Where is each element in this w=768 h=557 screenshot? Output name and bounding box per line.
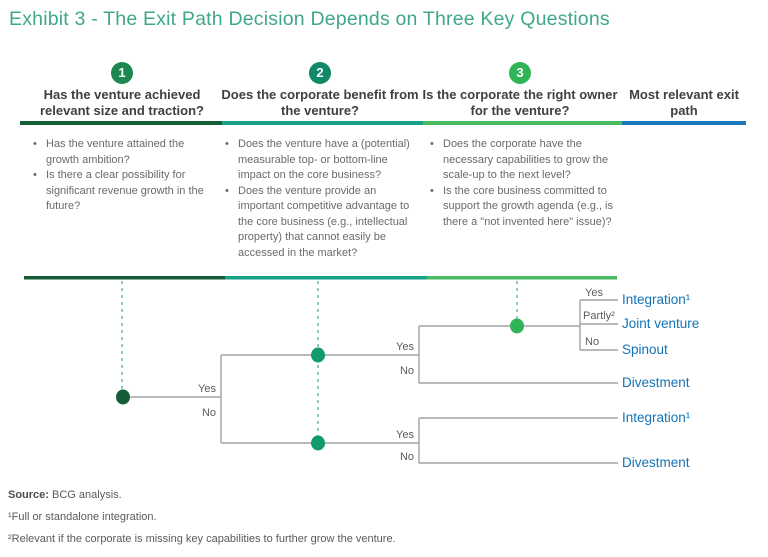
bullet-icon: • xyxy=(225,184,229,197)
label-q2-upper-yes: Yes xyxy=(396,341,414,353)
exit-path-divestment-1: Divestment xyxy=(622,375,690,390)
exit-path-integration-1: Integration¹ xyxy=(622,292,691,307)
question-2-bullets: • Does the venture have a (potential) me… xyxy=(225,137,421,261)
question-1-header: Has the venture achieved relevant size a… xyxy=(40,87,204,118)
bullet-text: Does the corporate have the necessary ca… xyxy=(443,138,609,181)
bullet-text: Does the venture provide an important co… xyxy=(238,184,410,259)
label-q2-lower-no: No xyxy=(400,451,414,463)
accent-segment-3 xyxy=(423,121,622,125)
label-q3-partly: Partly² xyxy=(583,310,615,322)
question-3-bullets: • Does the corporate have the necessary … xyxy=(430,137,620,230)
source-text: BCG analysis. xyxy=(48,489,122,501)
exit-path-integration-2: Integration¹ xyxy=(622,410,691,425)
exit-path-header: Most relevant exit path xyxy=(629,87,739,118)
label-q2-lower-yes: Yes xyxy=(396,429,414,441)
label-q3-yes: Yes xyxy=(585,287,603,299)
node-question-2-lower xyxy=(311,435,325,451)
tree-bar-segment-3 xyxy=(427,276,617,280)
question-1-bullets: • Has the venture attained the growth am… xyxy=(33,137,215,215)
label-q3-no: No xyxy=(585,336,599,348)
question-3-number-badge: 3 xyxy=(509,62,531,84)
question-column-1: 1 Has the venture achieved relevant size… xyxy=(22,62,222,119)
exit-path-spinout: Spinout xyxy=(622,342,668,357)
bullet-text: Is there a clear possibility for signifi… xyxy=(46,169,204,212)
list-item: • Does the corporate have the necessary … xyxy=(430,137,620,184)
exhibit-title: Exhibit 3 - The Exit Path Decision Depen… xyxy=(9,8,610,30)
list-item: • Has the venture attained the growth am… xyxy=(33,137,215,168)
tree-branches xyxy=(123,299,618,464)
exit-path-divestment-2: Divestment xyxy=(622,455,690,470)
question-column-3: 3 Is the corporate the right owner for t… xyxy=(422,62,618,119)
label-q2-upper-no: No xyxy=(400,365,414,377)
bullet-icon: • xyxy=(33,138,37,150)
question-2-header: Does the corporate benefit from the vent… xyxy=(221,87,419,118)
tree-bar-segment-1 xyxy=(24,276,225,280)
exit-path-joint-venture: Joint venture xyxy=(622,316,700,331)
node-question-3 xyxy=(510,318,524,334)
bullet-icon: • xyxy=(225,138,229,150)
accent-segment-1 xyxy=(20,121,222,125)
node-question-2-upper xyxy=(311,347,325,363)
accent-segment-2 xyxy=(222,121,423,125)
accent-segment-4 xyxy=(622,121,746,125)
column-accent-rule xyxy=(20,121,746,125)
list-item: • Is the core business committed to supp… xyxy=(430,184,620,231)
exit-path-column: Most relevant exit path xyxy=(622,87,746,119)
list-item: • Is there a clear possibility for signi… xyxy=(33,168,215,215)
bullet-icon: • xyxy=(430,138,434,150)
footnote-1: ¹Full or standalone integration. xyxy=(8,511,157,523)
node-question-1 xyxy=(116,389,130,405)
list-item: • Does the venture have a (potential) me… xyxy=(225,137,421,184)
question-column-2: 2 Does the corporate benefit from the ve… xyxy=(220,62,420,119)
list-item: • Does the venture provide an important … xyxy=(225,184,421,262)
bullet-icon: • xyxy=(33,169,37,181)
bullet-icon: • xyxy=(430,184,434,197)
question-3-header: Is the corporate the right owner for the… xyxy=(422,87,618,118)
question-2-number-badge: 2 xyxy=(309,62,331,84)
decision-tree: Yes No Yes No Yes No Yes Partly² No xyxy=(24,276,618,464)
label-q1-yes: Yes xyxy=(198,383,216,395)
source-label: Source: xyxy=(8,489,49,501)
tree-bar-segment-2 xyxy=(225,276,427,280)
question-1-number-badge: 1 xyxy=(111,62,133,84)
bullet-text: Has the venture attained the growth ambi… xyxy=(46,138,185,166)
footnote-2: ²Relevant if the corporate is missing ke… xyxy=(8,533,396,545)
source-note: Source: BCG analysis. xyxy=(8,489,122,501)
label-q1-no: No xyxy=(202,407,216,419)
bullet-text: Is the core business committed to suppor… xyxy=(443,184,613,228)
bullet-text: Does the venture have a (potential) meas… xyxy=(238,138,410,181)
